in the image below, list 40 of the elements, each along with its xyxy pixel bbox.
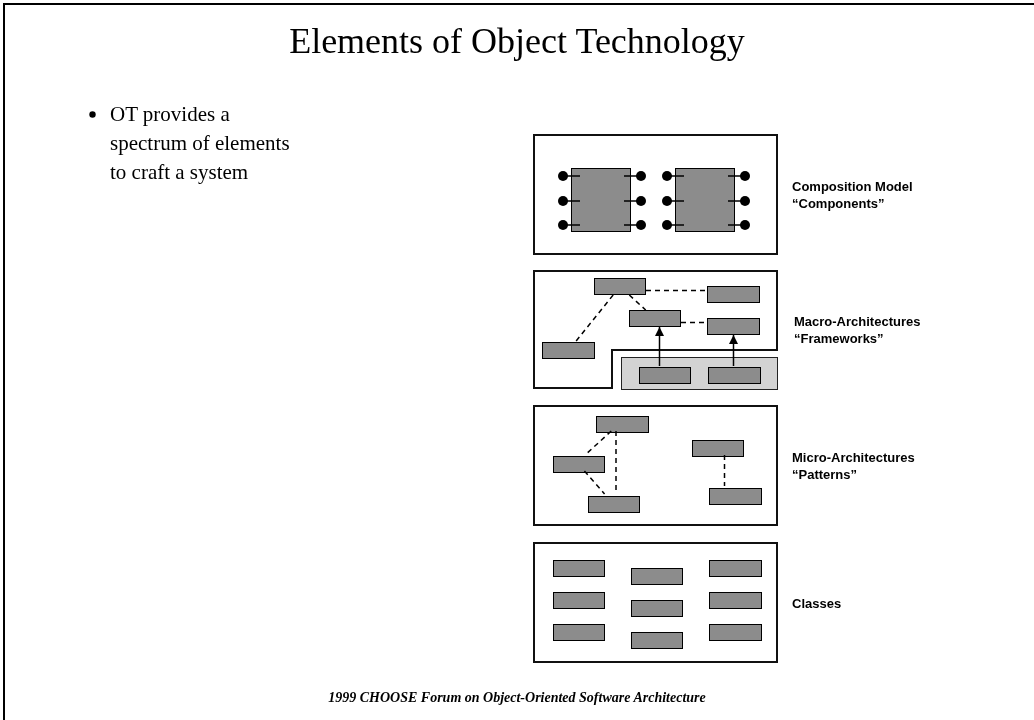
class-box (692, 440, 744, 457)
class-box (553, 560, 605, 577)
framework-panel (621, 357, 778, 390)
association-line (628, 294, 647, 311)
class-box (553, 624, 605, 641)
class-box (553, 592, 605, 609)
association-line (645, 289, 708, 292)
association-line (723, 454, 726, 487)
class-box (594, 278, 646, 295)
class-box (631, 632, 683, 649)
layer-label: Micro-Architectures (792, 448, 916, 466)
layer-label: Classes (792, 594, 843, 611)
layer-label: “Components” (792, 194, 886, 212)
class-box (596, 416, 649, 433)
footer-caption: 1999 CHOOSE Forum on Object-Oriented Software Architecture (327, 690, 707, 706)
layer-label: Macro-Architectures (794, 312, 922, 330)
association-line (585, 430, 612, 455)
class-box (631, 600, 683, 617)
layer-label: “Frameworks” (794, 329, 885, 347)
class-box (709, 488, 762, 505)
class-box (708, 367, 761, 384)
class-box (553, 456, 605, 473)
class-box (588, 496, 640, 513)
layer-label: Composition Model (792, 177, 914, 195)
layer-label: “Patterns” (792, 465, 859, 483)
class-box (542, 342, 595, 359)
association-line (574, 294, 614, 343)
class-box (709, 592, 762, 609)
class-box (709, 624, 762, 641)
association-line (583, 470, 606, 495)
class-box (707, 286, 760, 303)
class-box (631, 568, 683, 585)
class-box (709, 560, 762, 577)
class-box (639, 367, 691, 384)
slide-title: Elements of Object Technology (288, 20, 746, 62)
arrow (655, 326, 664, 367)
bullet-text: OT provides a spectrum of elements to craft a system (110, 101, 291, 186)
class-box (629, 310, 681, 327)
class-box (707, 318, 760, 335)
arrow (729, 334, 738, 367)
